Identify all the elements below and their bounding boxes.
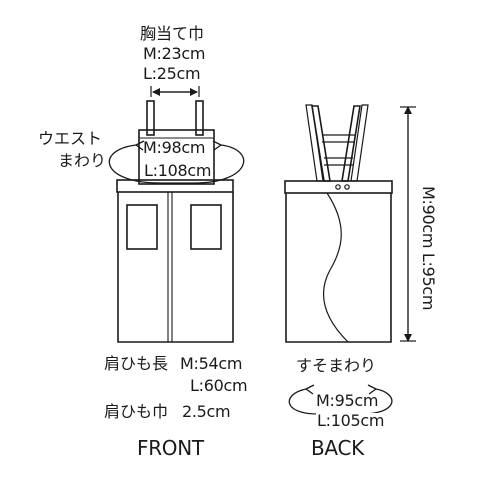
bib-width-title: 胸当て巾 [140,24,205,43]
bib-width-dimension [150,86,200,97]
front-label: FRONT [137,436,204,460]
front-shoulder-straps [146,100,204,136]
front-pocket-right [190,204,222,250]
back-crossing-straps [305,104,369,182]
hem-title: すそまわり [296,356,377,375]
waist-m: M:98cm [143,138,206,157]
hem-l: L:105cm [316,411,386,430]
length-dimension [400,106,416,342]
back-label: BACK [311,436,364,460]
waist-l: L:108cm [143,161,213,180]
back-apron [284,104,393,343]
bib-width-l: L:25cm [143,64,201,83]
strap-width-value: 2.5cm [182,402,231,421]
front-pocket-left [126,204,158,250]
waist-circumference-arrow [108,140,245,184]
waist-title-line2: まわり [58,151,107,170]
back-buttons [335,184,350,190]
bib-width-m: M:23cm [143,44,206,63]
back-skirt-overlap [323,192,349,343]
strap-width-title: 肩ひも巾 [104,402,169,421]
strap-length-m: M:54cm [180,354,243,373]
front-skirt [117,192,234,343]
front-bib [138,129,215,185]
front-waistband [116,179,234,193]
hem-m: M:95cm [316,391,379,410]
length-text: M:90cm L:95cm [419,186,438,311]
front-apron [116,100,234,343]
back-skirt [285,193,392,343]
back-waistband [284,180,393,194]
strap-length-l: L:60cm [190,376,248,395]
strap-length-title: 肩ひも長 [104,354,169,373]
waist-title-line1: ウエスト [38,129,103,148]
